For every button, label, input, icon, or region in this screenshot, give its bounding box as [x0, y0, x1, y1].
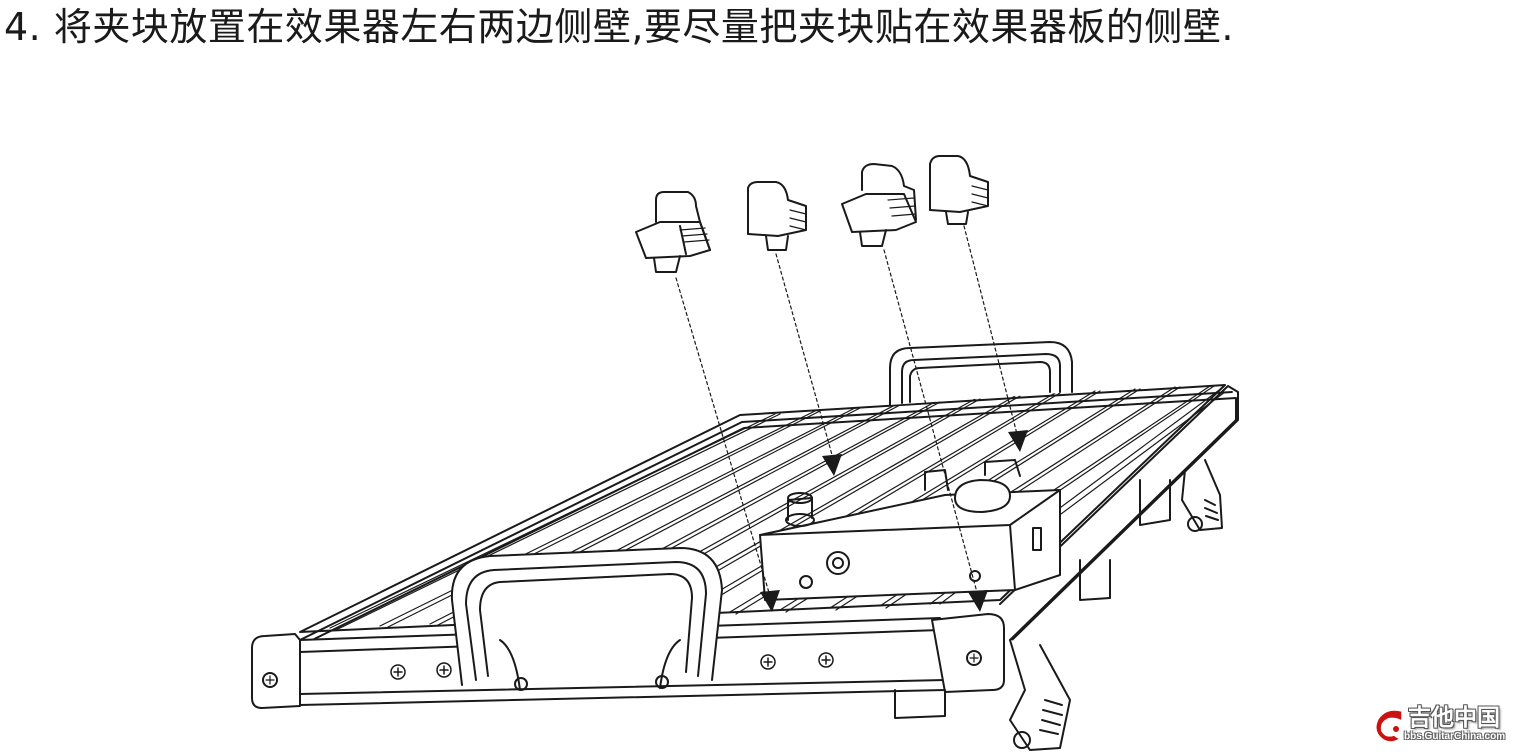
clamp-block-3 — [841, 163, 917, 247]
watermark-title: 吉他中国 — [1408, 705, 1500, 731]
rear-handle — [889, 341, 1073, 406]
instruction-text: 4. 将夹块放置在效果器左右两边侧壁,要尽量把夹块贴在效果器板的侧壁. — [4, 5, 1234, 49]
arrowhead-1 — [760, 590, 780, 612]
placement-guides — [675, 225, 1019, 597]
effects-pedal — [759, 459, 1061, 601]
arrowhead-3 — [968, 590, 988, 612]
clamp-block-4 — [929, 155, 989, 225]
rear-feet — [1079, 459, 1223, 601]
site-watermark: 吉他中国 bbs.GuitarChina.com — [1372, 705, 1520, 745]
arrowhead-4 — [1008, 430, 1028, 452]
guide-arrowheads — [760, 430, 1028, 612]
guitar-headstock-logo-icon — [1375, 709, 1403, 743]
clamp-block-2 — [747, 181, 807, 251]
front-feet — [894, 639, 1071, 751]
arrowhead-2 — [822, 454, 842, 476]
watermark-url: bbs.GuitarChina.com — [1404, 731, 1506, 742]
clamp-block-1 — [635, 191, 711, 273]
pedalboard-frame — [299, 384, 1237, 647]
front-handle — [450, 547, 723, 691]
